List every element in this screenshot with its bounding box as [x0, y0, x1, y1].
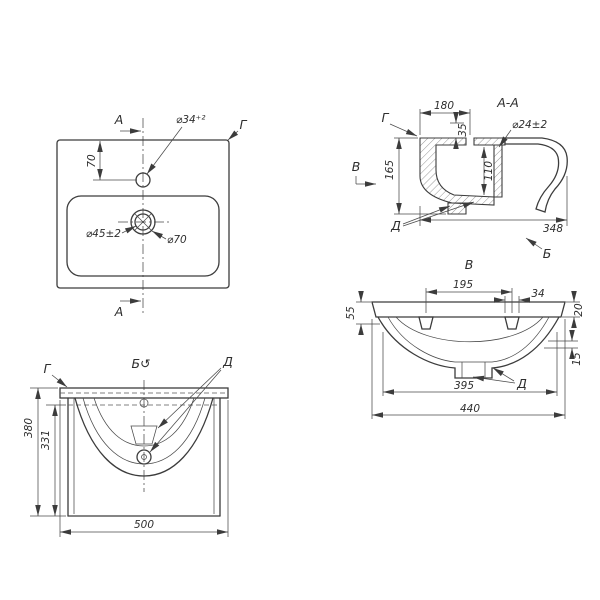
dim-165: 165: [384, 160, 396, 180]
view-b-title: Б↺: [131, 356, 150, 371]
dim-348: 348: [543, 223, 563, 235]
dim-drain-outer: ⌀70: [167, 234, 187, 246]
basin-outline: [66, 195, 220, 277]
section-title: А-А: [496, 95, 519, 110]
dim-overflow: ⌀24±2: [512, 119, 547, 131]
dim-70: 70: [86, 154, 98, 168]
leader-corner: [227, 130, 239, 141]
corner-label: Г: [240, 117, 248, 132]
leader-d: [402, 201, 475, 227]
dim-331: 331: [40, 430, 52, 450]
leader-faucet: [146, 126, 183, 175]
cut-overflow-wall: [493, 144, 503, 198]
section-letter-top: А: [114, 112, 124, 127]
bowl-arc-outer: [74, 397, 214, 477]
label-d: Д: [390, 218, 401, 233]
cut-deck-front: [473, 137, 506, 146]
label-g: Г: [44, 361, 52, 376]
dim-180: 180: [434, 100, 454, 112]
mount-boss-left: [418, 316, 434, 330]
leader-drain-outer: [151, 230, 167, 240]
view-v-title: В: [465, 257, 474, 272]
plan-view: А А 70 ⌀34⁺² Г ⌀45±2 ⌀70: [56, 112, 248, 319]
dim-380: 380: [23, 418, 35, 438]
back-wall-arc: [395, 316, 544, 343]
view-b: Б↺ Г Д 380 331 500: [23, 354, 233, 537]
label-g: Г: [382, 110, 390, 125]
cut-foot: [447, 202, 467, 215]
sink-outline: [56, 139, 230, 289]
dim-20: 20: [573, 303, 585, 317]
drain-circle: [136, 449, 152, 465]
dim-110: 110: [483, 161, 495, 181]
dim-195: 195: [453, 279, 473, 291]
leader-d: [472, 375, 516, 384]
dim-drain-inner: ⌀45±2: [86, 228, 121, 240]
cut-back-wall: [419, 137, 495, 206]
dim-faucet-hole: ⌀34⁺²: [176, 114, 206, 126]
dim-55: 55: [345, 306, 357, 320]
faucet-hole-hidden: [139, 398, 149, 408]
drain-cross-line: [134, 213, 152, 231]
dim-500: 500: [134, 519, 154, 531]
leader-d: [402, 205, 451, 225]
leader-overflow: [498, 129, 512, 148]
dim-395: 395: [454, 380, 474, 392]
leader-d: [492, 367, 515, 382]
drain-center: [141, 454, 147, 460]
section-letter-bottom: А: [114, 304, 124, 319]
leader-g: [51, 374, 68, 388]
section-aa-view: А-А 180 35 ⌀24±2 110 165 348 Г: [352, 95, 568, 261]
rim-front: [371, 301, 566, 318]
dim-15: 15: [571, 352, 583, 366]
label-v: В: [352, 159, 361, 174]
bowl-arc-rim: [93, 397, 195, 447]
view-v: В 195 34 20 55 15: [345, 257, 585, 419]
dim-440: 440: [460, 403, 480, 415]
drain-inner-circle: [134, 213, 152, 231]
drain-outer-circle: [130, 209, 156, 235]
view-arrow-b: [525, 237, 543, 250]
leader-g: [389, 123, 418, 137]
dim-35: 35: [457, 123, 469, 137]
label-d: Д: [222, 354, 233, 369]
leader-d: [149, 369, 222, 453]
bowl-silhouette: [377, 316, 560, 379]
label-b: Б: [543, 246, 552, 261]
dim-34: 34: [531, 288, 544, 300]
bowl-inner-line: [387, 316, 550, 363]
label-d: Д: [516, 376, 527, 391]
front-apron-profile: [504, 137, 568, 213]
leader-drain-inner: [121, 225, 137, 234]
leader-d: [157, 367, 222, 429]
mount-boss-right: [504, 316, 520, 330]
